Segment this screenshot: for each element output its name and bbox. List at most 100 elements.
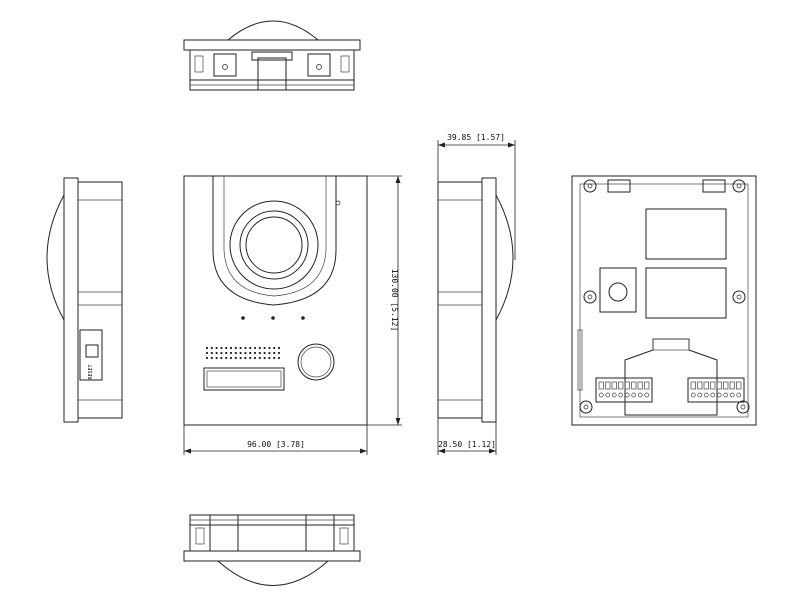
grille-hole bbox=[268, 356, 271, 360]
name-plate bbox=[203, 367, 285, 391]
terminal-pin bbox=[631, 381, 637, 390]
grille-hole bbox=[244, 356, 247, 360]
grille-hole bbox=[215, 346, 218, 350]
grille-hole bbox=[277, 346, 281, 350]
height-dimension: 130.00 [5.12] bbox=[390, 269, 399, 332]
terminal-pin bbox=[637, 381, 643, 390]
terminal-screw bbox=[611, 392, 617, 398]
grille-hole bbox=[249, 356, 252, 360]
grille-hole bbox=[205, 346, 209, 350]
terminal-pin bbox=[703, 381, 709, 390]
grille-hole bbox=[273, 351, 276, 355]
terminal-pin bbox=[736, 381, 742, 390]
terminal-screw bbox=[690, 392, 696, 398]
terminal-pin bbox=[598, 381, 604, 390]
terminal-screw bbox=[716, 392, 722, 398]
grille-hole bbox=[225, 356, 228, 360]
grille-hole bbox=[253, 356, 257, 360]
terminal-block bbox=[687, 377, 745, 403]
body-depth-dimension: 28.50 [1.12] bbox=[438, 440, 496, 449]
terminal-pin bbox=[729, 381, 735, 390]
terminal-screw bbox=[618, 392, 624, 398]
grille-hole bbox=[229, 356, 233, 360]
rear-view bbox=[571, 175, 757, 426]
terminal-screw bbox=[703, 392, 709, 398]
terminal-screw bbox=[723, 392, 729, 398]
terminal-screw bbox=[637, 392, 643, 398]
terminal-screw bbox=[729, 392, 735, 398]
grille-hole bbox=[205, 351, 209, 355]
grille-hole bbox=[249, 351, 252, 355]
terminal-screw bbox=[697, 392, 703, 398]
terminal-screw bbox=[605, 392, 611, 398]
grille-hole bbox=[273, 356, 276, 360]
terminal-screw bbox=[631, 392, 637, 398]
terminal-pin bbox=[697, 381, 703, 390]
grille-hole bbox=[234, 346, 237, 350]
total-depth-dimension: 39.85 [1.57] bbox=[447, 133, 505, 142]
terminal-screw bbox=[710, 392, 716, 398]
top-view bbox=[183, 20, 361, 91]
grille-hole bbox=[273, 346, 276, 350]
grille-hole bbox=[215, 351, 218, 355]
terminal-blocks bbox=[595, 377, 745, 403]
right-side-view bbox=[437, 177, 514, 423]
terminal-screw bbox=[598, 392, 604, 398]
grille-hole bbox=[205, 356, 209, 360]
grille-hole bbox=[258, 351, 261, 355]
terminal-pin bbox=[618, 381, 624, 390]
terminal-pin bbox=[624, 381, 630, 390]
grille-hole bbox=[225, 351, 228, 355]
grille-hole bbox=[258, 356, 261, 360]
grille-hole bbox=[244, 351, 247, 355]
grille-hole bbox=[210, 346, 213, 350]
grille-hole bbox=[258, 346, 261, 350]
width-dimension: 96.00 [3.78] bbox=[247, 440, 305, 449]
grille-hole bbox=[268, 346, 271, 350]
grille-hole bbox=[215, 356, 218, 360]
terminal-pin bbox=[723, 381, 729, 390]
terminal-block bbox=[595, 377, 653, 403]
side-dimensions: 39.85 [1.57] 28.50 [1.12] bbox=[437, 133, 516, 455]
grille-hole bbox=[277, 356, 281, 360]
terminal-pin bbox=[716, 381, 722, 390]
front-dimensions: 96.00 [3.78] 130.00 [5.12] bbox=[183, 175, 402, 455]
grille-hole bbox=[239, 346, 242, 350]
grille-hole bbox=[220, 356, 223, 360]
grille-hole bbox=[229, 346, 233, 350]
front-view bbox=[183, 175, 368, 426]
grille-hole bbox=[263, 346, 266, 350]
grille-hole bbox=[220, 351, 223, 355]
terminal-screw bbox=[736, 392, 742, 398]
grille-hole bbox=[263, 351, 266, 355]
grille-hole bbox=[220, 346, 223, 350]
grille-hole bbox=[244, 346, 247, 350]
grille-hole bbox=[239, 351, 242, 355]
terminal-screw bbox=[644, 392, 650, 398]
terminal-screw bbox=[624, 392, 630, 398]
grille-hole bbox=[234, 356, 237, 360]
left-side-view: RESET bbox=[46, 177, 123, 423]
grille-hole bbox=[210, 351, 213, 355]
bottom-view bbox=[183, 514, 361, 586]
call-button bbox=[297, 343, 335, 381]
speaker-grille bbox=[205, 346, 281, 360]
terminal-pin bbox=[710, 381, 716, 390]
grille-hole bbox=[249, 346, 252, 350]
grille-hole bbox=[229, 351, 233, 355]
grille-hole bbox=[210, 356, 213, 360]
terminal-pin bbox=[690, 381, 696, 390]
terminal-pin bbox=[644, 381, 650, 390]
grille-hole bbox=[268, 351, 271, 355]
terminal-pin bbox=[611, 381, 617, 390]
grille-hole bbox=[239, 356, 242, 360]
terminal-pin bbox=[605, 381, 611, 390]
grille-hole bbox=[253, 346, 257, 350]
reset-label: RESET bbox=[88, 364, 94, 379]
grille-hole bbox=[225, 346, 228, 350]
grille-hole bbox=[234, 351, 237, 355]
grille-hole bbox=[263, 356, 266, 360]
grille-hole bbox=[277, 351, 281, 355]
grille-hole bbox=[253, 351, 257, 355]
